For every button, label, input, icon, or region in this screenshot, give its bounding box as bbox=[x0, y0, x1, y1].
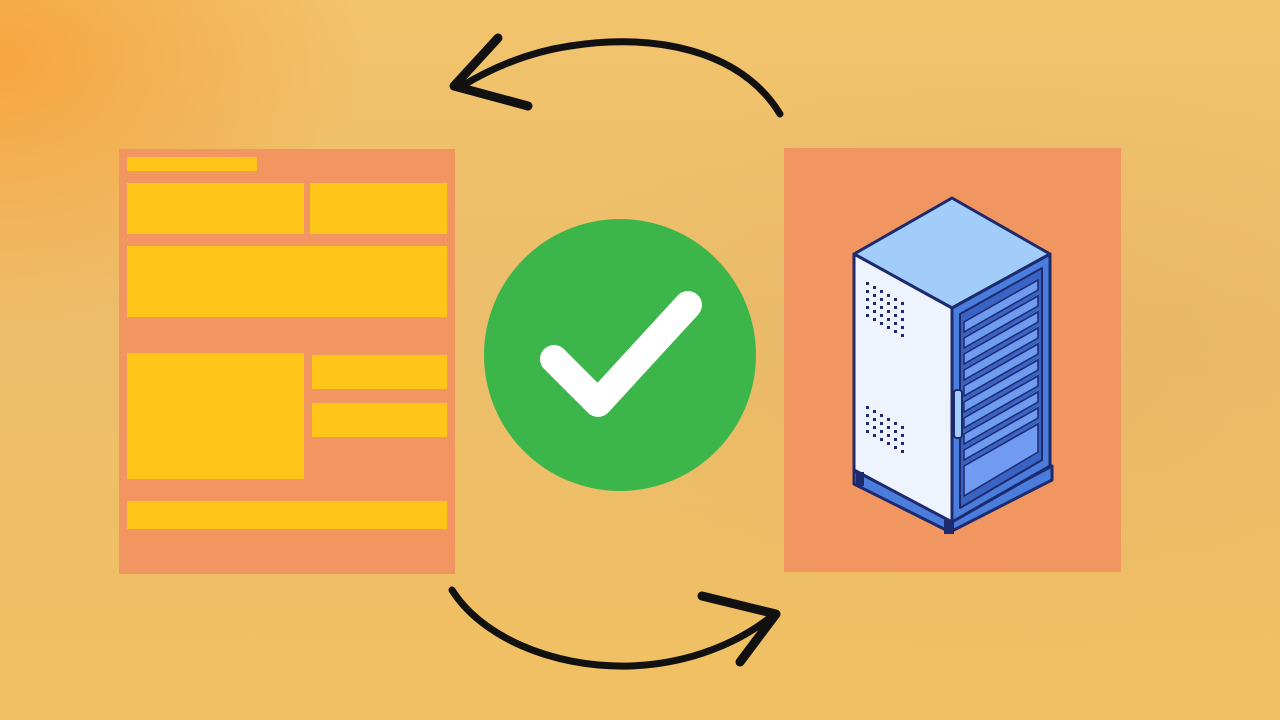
curved-arrow-left-icon bbox=[449, 33, 784, 118]
form-field bbox=[310, 183, 447, 234]
web-form-icon bbox=[119, 149, 455, 574]
curved-arrow-right-icon bbox=[448, 586, 781, 670]
form-field bbox=[127, 183, 304, 234]
form-image-block bbox=[127, 353, 304, 479]
check-mark-icon bbox=[484, 219, 756, 491]
form-text-area bbox=[127, 246, 447, 317]
form-title-bar bbox=[127, 157, 257, 171]
form-submit-bar bbox=[127, 501, 447, 529]
server-rack-icon bbox=[852, 196, 1054, 534]
form-field bbox=[312, 403, 447, 437]
form-field bbox=[312, 355, 447, 389]
